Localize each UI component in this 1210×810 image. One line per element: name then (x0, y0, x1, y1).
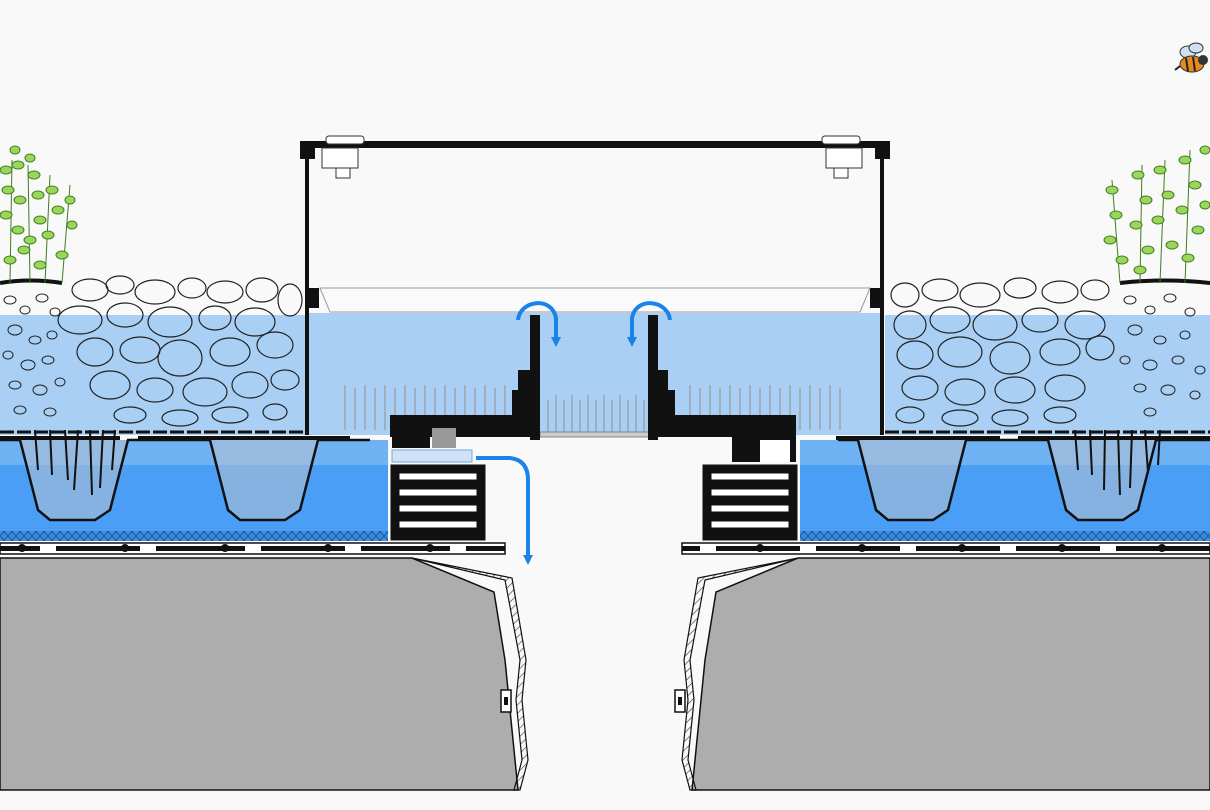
gravel-layer-right (890, 277, 1115, 427)
drain-pipe-right (674, 557, 799, 791)
soil-surface-right (1119, 278, 1210, 285)
drain-grating (344, 385, 841, 432)
spacer-stack-left (390, 464, 486, 541)
outlet-gap (391, 449, 473, 463)
plant-icon (0, 145, 78, 284)
lid-clip-left (321, 135, 365, 179)
soil-surface-left (0, 278, 63, 285)
substrate-layer-left (2, 293, 66, 417)
water-gravel-right (885, 315, 1210, 435)
concrete-slab-right (691, 557, 1210, 791)
flow-arrow-icon (627, 301, 672, 347)
plant-roots-left (34, 429, 116, 496)
flow-arrow-icon (516, 301, 561, 347)
gravel-layer-left (57, 275, 303, 427)
spacer-stack-right (702, 464, 798, 541)
plant-roots-right (1074, 429, 1161, 496)
waterproof-membrane-right (681, 542, 1210, 555)
lid-clip-right (821, 135, 863, 179)
drainage-board-left (0, 436, 370, 522)
water-gravel-left (0, 315, 305, 435)
weir-right (648, 315, 796, 462)
substrate-layer-right (1119, 293, 1206, 417)
concrete-slab-left (0, 557, 519, 791)
flow-arrow-icon (476, 456, 533, 565)
plant-icon (1103, 145, 1210, 284)
inspection-chamber (300, 135, 890, 435)
drainage-board-right (836, 436, 1210, 522)
weir-left (390, 315, 540, 448)
drain-pipe-left (411, 557, 529, 791)
bee-icon (1174, 42, 1208, 73)
water-chamber (306, 313, 884, 435)
drain-grate-base (539, 431, 651, 438)
waterproof-membrane-left (0, 542, 506, 555)
